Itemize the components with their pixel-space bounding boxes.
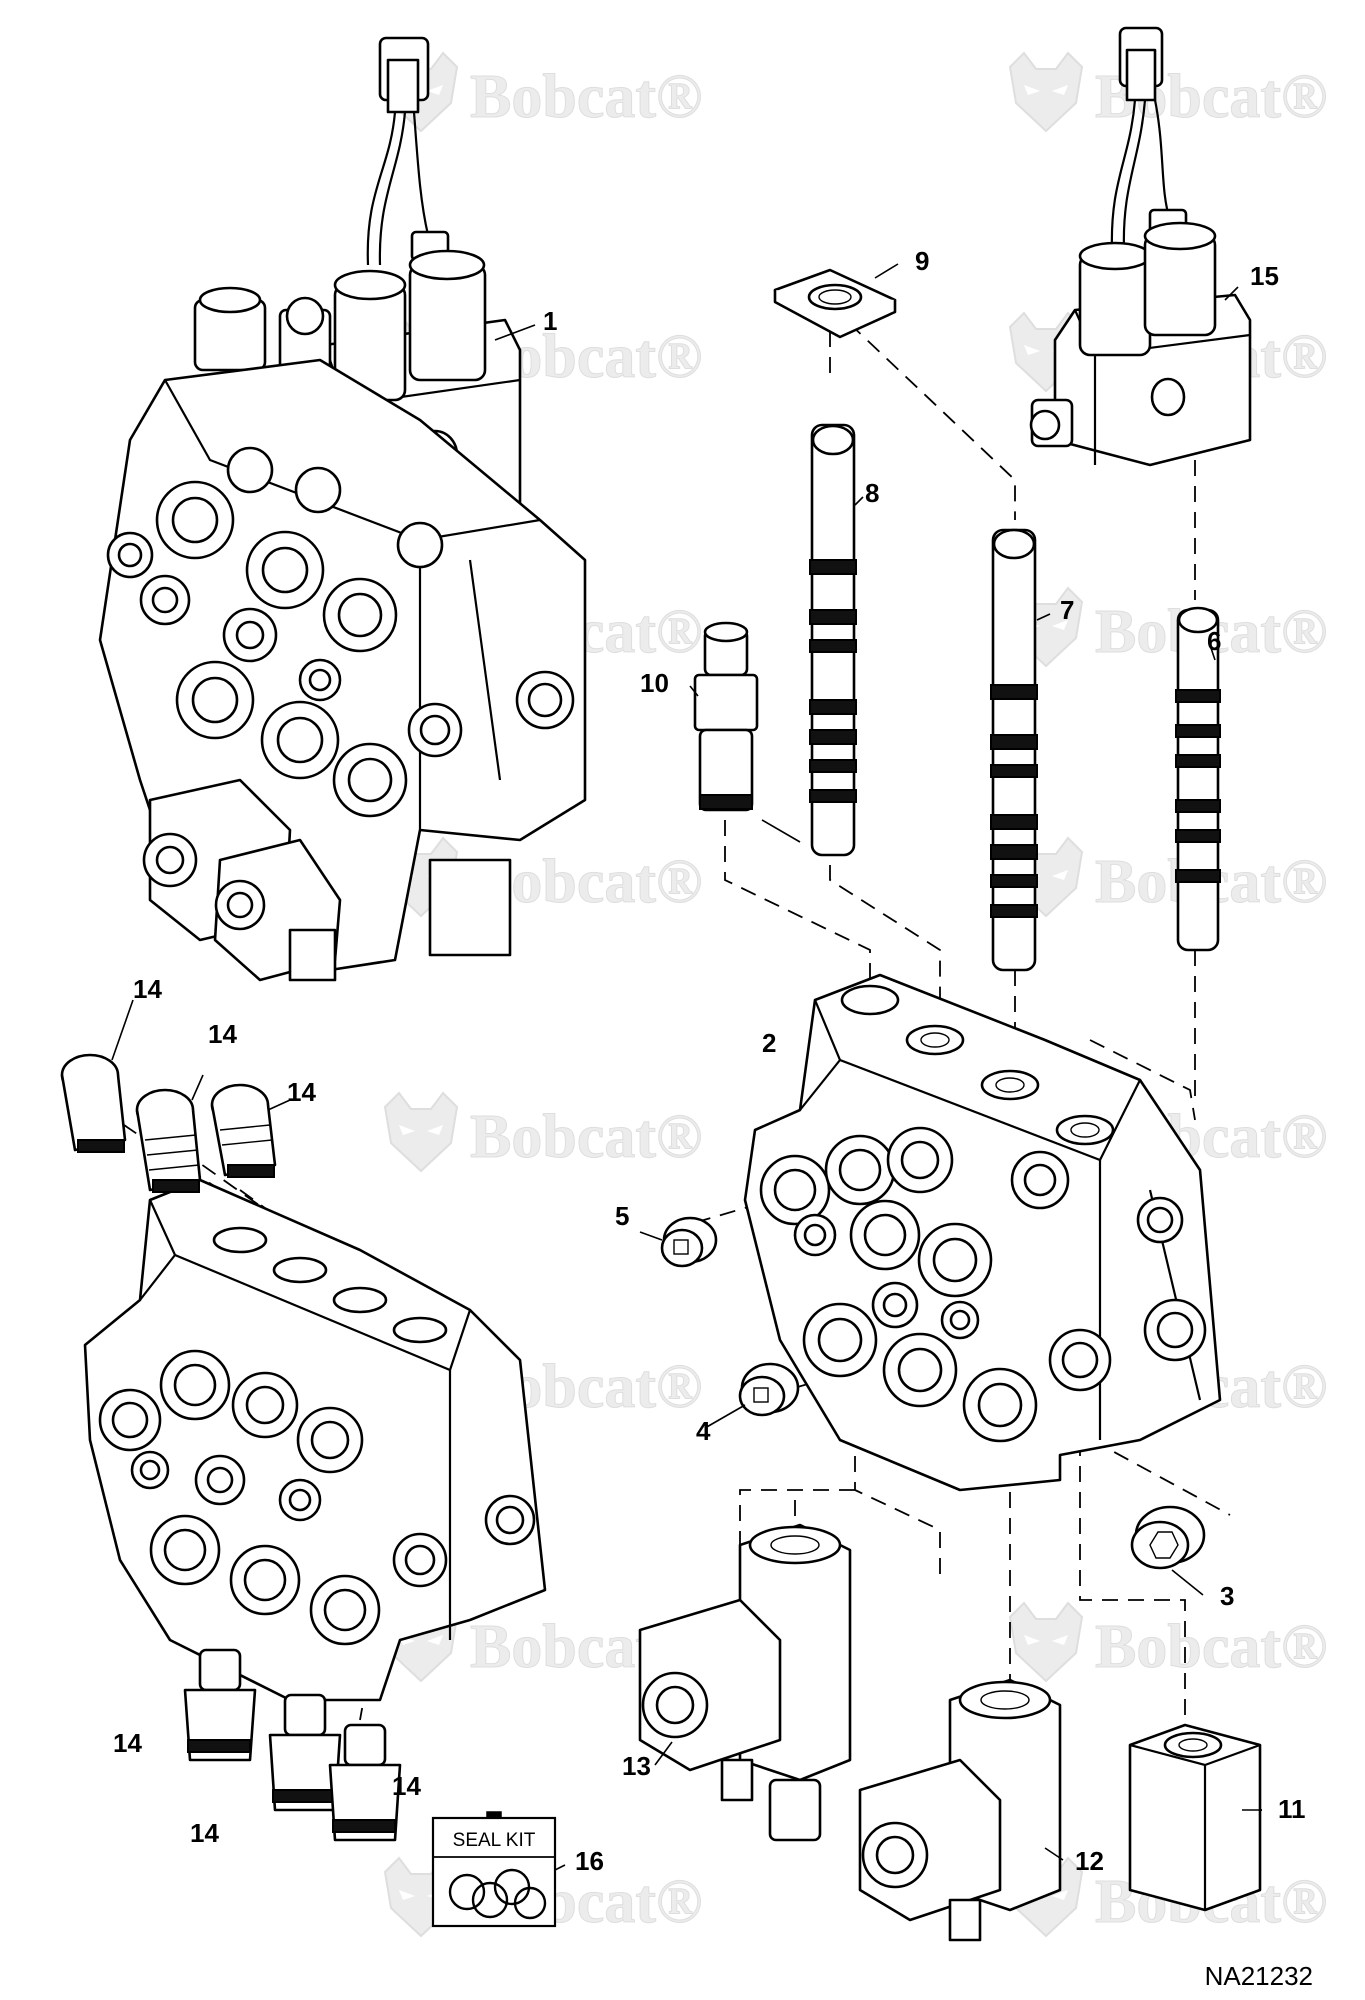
callout-14-c: 14 [113,1728,142,1758]
cartridge-part-14-c [183,1648,257,1762]
callout-5: 5 [615,1201,629,1231]
cartridge-part-14-a [135,1088,202,1193]
callout-1: 1 [543,306,557,336]
bobcat-logo-icon: Bobcat® [1008,1601,1328,1683]
callout-17: 16 [575,1846,604,1876]
plug-part-3 [1130,1505,1206,1570]
spool-part-6 [1175,606,1221,952]
spool-part-7 [990,528,1038,972]
callout-3: 3 [1220,1581,1234,1611]
callout-16: 15 [1250,261,1279,291]
cartridge-part-14-e [328,1723,402,1842]
cartridge-part-15 [60,1053,127,1153]
callout-6: 6 [1207,626,1221,656]
callout-12: 12 [1075,1846,1104,1876]
callout-4: 4 [696,1416,711,1446]
solenoid-coil-part-11 [1128,1723,1262,1912]
bobcat-logo-icon: Bobcat® [1008,836,1328,918]
valve-body-lower-left [83,1178,547,1702]
callout-7: 7 [1060,595,1074,625]
cartridge-part-14-d [268,1693,342,1812]
spool-part-8 [809,423,857,857]
callout-9: 9 [915,246,929,276]
bobcat-logo-icon: Bobcat® [1008,586,1328,668]
callout-labels: 1 2 3 4 5 6 7 8 9 10 11 12 13 14 14 14 1… [113,246,1306,1876]
plug-part-4 [738,1362,800,1417]
relief-cartridge-part-10 [693,621,759,812]
seal-kit-part-17: SEAL KIT [431,1811,557,1928]
valve-assembly-part-1 [98,36,587,982]
callout-14-b: 14 [287,1077,316,1107]
cartridge-part-14-b [210,1083,277,1178]
leader-lines [111,263,1262,1871]
valve-block-part-16 [1029,26,1252,467]
seal-kit-label: SEAL KIT [453,1830,536,1851]
callout-15: 14 [133,974,162,1004]
watermark-brand-text: Bobcat® [470,1103,702,1171]
callout-8: 8 [865,478,879,508]
callout-14-a: 14 [208,1019,237,1049]
solenoid-valve-part-12 [858,1678,1062,1942]
solenoid-valve-part-13 [638,1523,852,1842]
drawing-number: NA21232 [1205,1961,1313,1991]
callout-10: 10 [640,668,669,698]
bobcat-logo-icon: Bobcat® [383,51,703,133]
plug-part-5 [660,1216,718,1268]
flange-cap-part-9 [773,268,897,339]
watermark-brand-text: Bobcat® [470,63,702,131]
callout-13: 13 [622,1751,651,1781]
bobcat-logo-icon: Bobcat® [1008,51,1328,133]
bobcat-logo-icon: Bobcat® [383,1091,703,1173]
callout-14-e: 14 [392,1771,421,1801]
callout-11: 11 [1278,1794,1306,1824]
callout-2: 2 [762,1028,776,1058]
valve-body-part-2 [743,973,1222,1492]
callout-14-d: 14 [190,1818,219,1848]
watermark-brand-text: Bobcat® [1095,1613,1327,1681]
